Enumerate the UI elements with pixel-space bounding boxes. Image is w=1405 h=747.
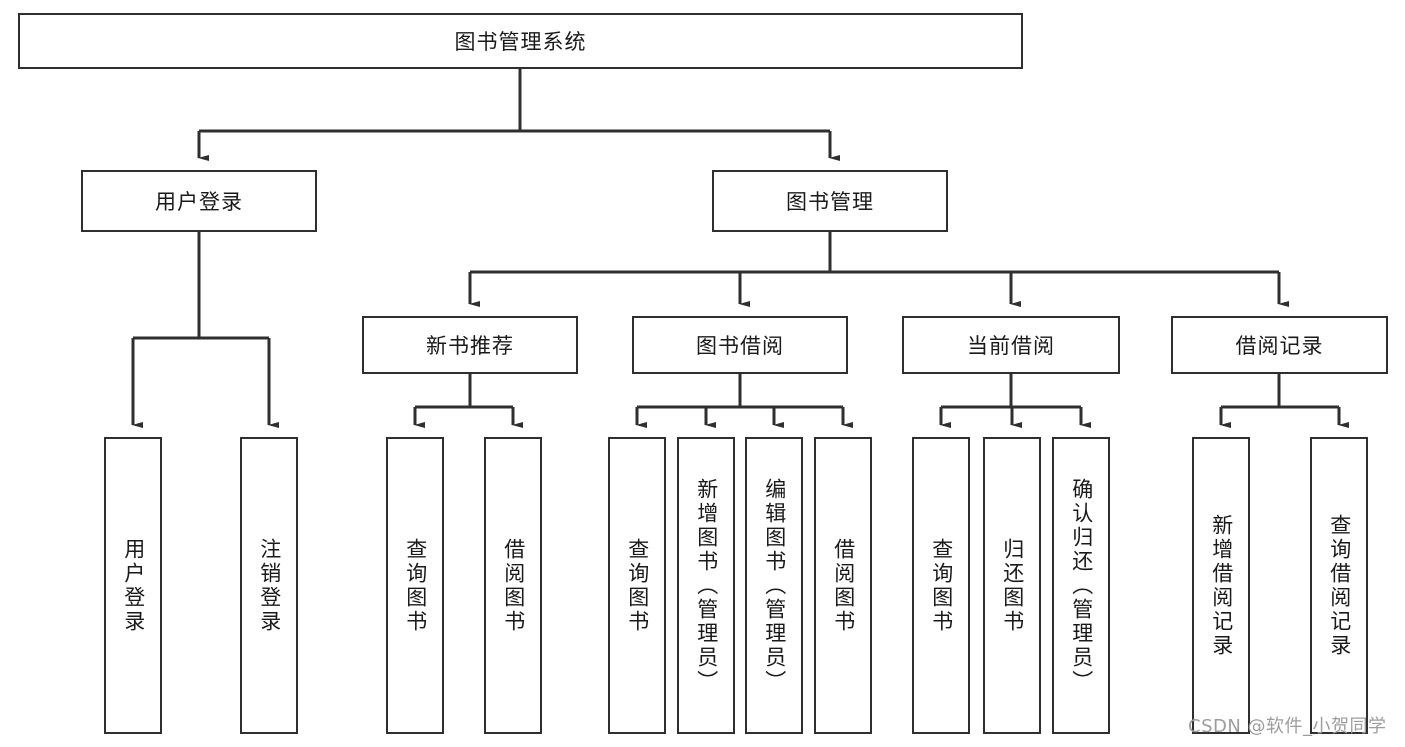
node-leaf-logout-label: 注销登录 [257, 537, 282, 634]
node-new-book-recommend-label: 新书推荐 [426, 334, 514, 358]
node-leaf-borrow-book-2[interactable]: 借阅图书 [814, 437, 872, 734]
node-borrow-record[interactable]: 借阅记录 [1171, 316, 1388, 374]
node-leaf-edit-book-label: 编辑图书（管理员） [762, 477, 787, 694]
node-leaf-borrow-book-1[interactable]: 借阅图书 [484, 437, 542, 734]
node-leaf-borrow-book-2-label: 借阅图书 [831, 537, 856, 634]
node-leaf-confirm-return[interactable]: 确认归还（管理员） [1052, 437, 1110, 734]
node-leaf-query-book-1[interactable]: 查询图书 [386, 437, 444, 734]
node-book-borrow[interactable]: 图书借阅 [632, 316, 848, 374]
node-leaf-confirm-return-label: 确认归还（管理员） [1069, 477, 1094, 694]
node-leaf-query-book-3[interactable]: 查询图书 [912, 437, 970, 734]
node-leaf-query-record-label: 查询借阅记录 [1327, 513, 1352, 658]
node-book-borrow-label: 图书借阅 [696, 334, 784, 358]
node-leaf-logout[interactable]: 注销登录 [240, 437, 298, 734]
node-leaf-query-book-3-label: 查询图书 [929, 537, 954, 634]
node-current-borrow-label: 当前借阅 [967, 334, 1055, 358]
node-leaf-edit-book[interactable]: 编辑图书（管理员） [745, 437, 803, 734]
node-leaf-add-record-label: 新增借阅记录 [1209, 513, 1234, 658]
node-leaf-add-book-label: 新增图书（管理员） [694, 477, 719, 694]
node-leaf-add-book[interactable]: 新增图书（管理员） [677, 437, 735, 734]
node-book-manage[interactable]: 图书管理 [712, 170, 948, 232]
node-user-login[interactable]: 用户登录 [81, 170, 317, 232]
node-leaf-return-book-label: 归还图书 [1000, 537, 1025, 634]
node-leaf-user-login[interactable]: 用户登录 [104, 437, 162, 734]
node-leaf-return-book[interactable]: 归还图书 [983, 437, 1041, 734]
node-user-login-label: 用户登录 [155, 190, 243, 214]
node-leaf-query-book-1-label: 查询图书 [403, 537, 428, 634]
node-leaf-borrow-book-1-label: 借阅图书 [501, 537, 526, 634]
node-leaf-query-book-2-label: 查询图书 [625, 537, 650, 634]
node-new-book-recommend[interactable]: 新书推荐 [362, 316, 578, 374]
node-root[interactable]: 图书管理系统 [18, 13, 1023, 69]
node-book-manage-label: 图书管理 [786, 190, 874, 214]
node-leaf-user-login-label: 用户登录 [121, 537, 146, 634]
node-borrow-record-label: 借阅记录 [1235, 334, 1324, 358]
node-leaf-query-book-2[interactable]: 查询图书 [608, 437, 666, 734]
node-leaf-query-record[interactable]: 查询借阅记录 [1310, 437, 1368, 734]
node-leaf-add-record[interactable]: 新增借阅记录 [1192, 437, 1250, 734]
node-current-borrow[interactable]: 当前借阅 [902, 316, 1120, 374]
node-root-label: 图书管理系统 [454, 30, 587, 54]
csdn-watermark: CSDN @软件_小贺同学 [1188, 716, 1387, 737]
